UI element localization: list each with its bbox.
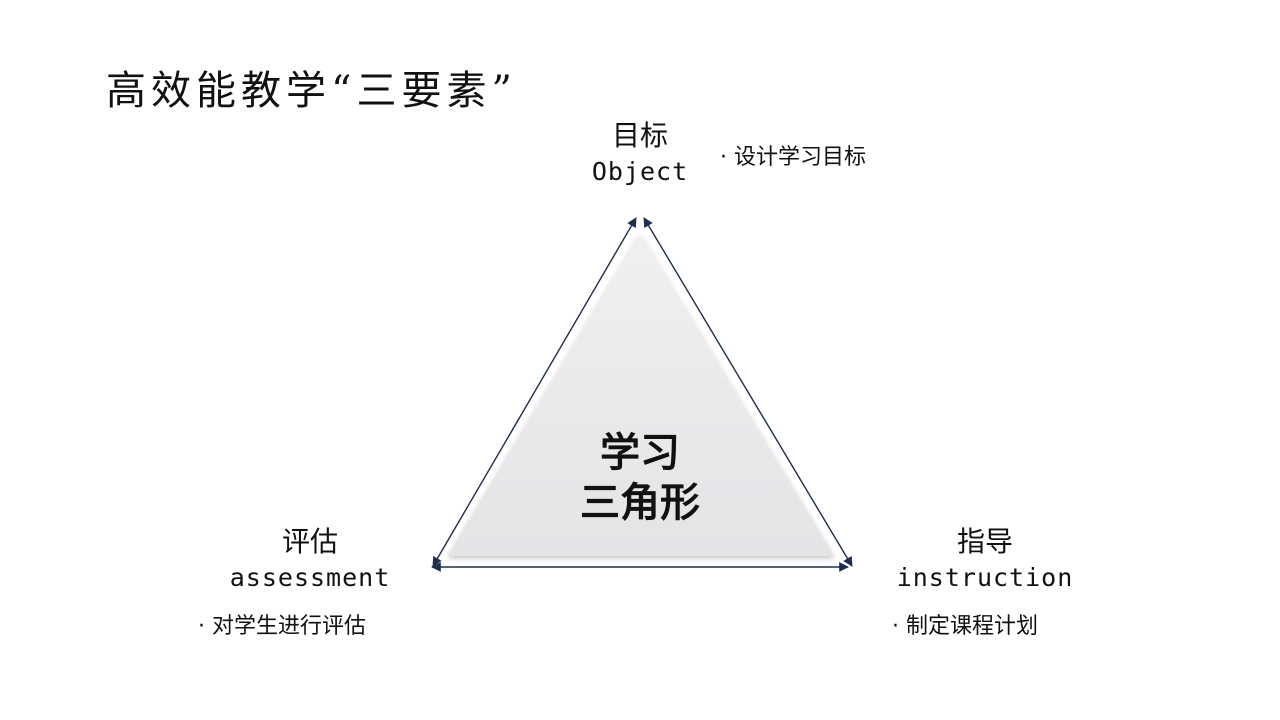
node-top-bullet: · 设计学习目标 — [720, 145, 866, 170]
node-right-en: instruction — [896, 563, 1074, 592]
node-right-bullet: · 制定课程计划 — [892, 614, 1038, 639]
triangle-center-label: 学习 三角形 — [540, 428, 740, 528]
node-right-instruction: 指导 instruction — [885, 524, 1085, 596]
node-top-object: 目标 Object — [580, 118, 700, 190]
node-right-cn: 指导 — [956, 525, 1013, 558]
node-left-en: assessment — [229, 563, 391, 592]
node-top-en: Object — [591, 157, 689, 186]
slide-title: 高效能教学“三要素” — [106, 68, 517, 114]
node-left-assessment: 评估 assessment — [210, 524, 410, 596]
node-top-cn: 目标 — [611, 119, 668, 152]
center-label-line1: 学习 — [600, 430, 680, 476]
node-left-cn: 评估 — [281, 525, 338, 558]
center-label-line2: 三角形 — [580, 480, 700, 526]
edge-arrow-top-left — [432, 217, 637, 567]
node-left-bullet: · 对学生进行评估 — [198, 614, 366, 639]
edge-arrow-top-right — [643, 217, 853, 567]
